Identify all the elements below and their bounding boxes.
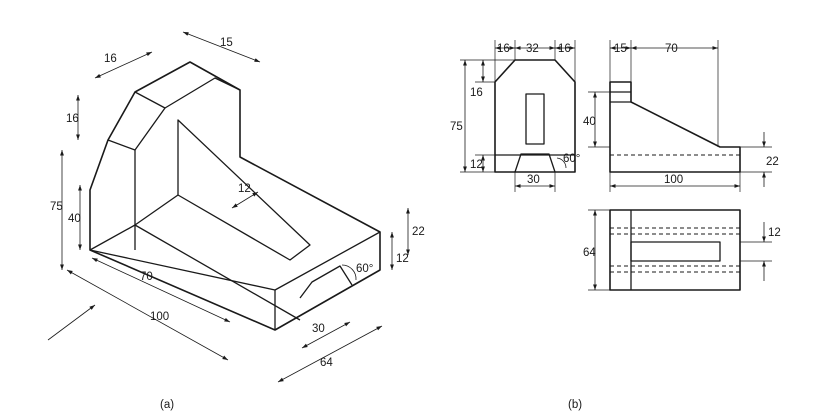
- caption-b: (b): [568, 399, 582, 411]
- iso-dim-100: 100: [150, 311, 169, 323]
- iso-dim-70: 70: [140, 271, 153, 283]
- iso-dim-15-top: 15: [220, 37, 233, 49]
- view-direction-arrow: [47, 304, 96, 341]
- iso-dim-60deg: 60°: [356, 263, 373, 275]
- fv-dim-60: 60°: [563, 153, 580, 165]
- side-view-outline: [609, 81, 741, 173]
- sv-dim-40: 40: [583, 116, 596, 128]
- sv-dim-15: 15: [614, 43, 627, 55]
- base-top-edge: [89, 231, 381, 291]
- front-view-slot: [525, 93, 545, 145]
- fv-dim-16-a: 16: [497, 43, 510, 55]
- tv-dim-12: 12: [768, 227, 781, 239]
- fv-dim-12: 12: [470, 159, 483, 171]
- top-view: 64 12: [583, 209, 781, 291]
- top-view-dimension-lines: [588, 209, 772, 291]
- upright-outline: [89, 61, 381, 331]
- fv-dim-16-side: 16: [470, 87, 483, 99]
- sv-dim-70: 70: [665, 43, 678, 55]
- fv-dim-16-b: 16: [558, 43, 571, 55]
- iso-dim-22: 22: [412, 226, 425, 238]
- iso-dim-16-left: 16: [66, 113, 79, 125]
- rib-base: [134, 194, 179, 226]
- iso-dim-75: 75: [50, 201, 63, 213]
- v-slot: [299, 265, 353, 299]
- front-view: 16 32 16 16 75 12 30 60°: [450, 40, 580, 192]
- rib-outline: [177, 119, 311, 261]
- side-view: 15 70 40 22 100: [583, 40, 779, 192]
- sv-dim-22: 22: [766, 156, 779, 168]
- top-view-rib: [630, 241, 721, 262]
- iso-dim-40: 40: [68, 213, 81, 225]
- side-view-dimension-lines: [588, 40, 772, 192]
- caption-a: (a): [160, 399, 174, 411]
- iso-dim-12-rib: 12: [238, 183, 251, 195]
- iso-dim-64: 64: [320, 357, 333, 369]
- upright-front-face: [107, 107, 166, 151]
- iso-dim-16-top: 16: [104, 53, 117, 65]
- fv-dim-75: 75: [450, 121, 463, 133]
- fv-dim-30: 30: [527, 174, 540, 186]
- base-top-face: [89, 224, 301, 321]
- front-view-v-groove: [514, 153, 556, 173]
- fv-dim-32: 32: [526, 43, 539, 55]
- sv-dim-100: 100: [664, 174, 683, 186]
- iso-dim-30: 30: [312, 323, 325, 335]
- top-view-outline: [609, 209, 741, 291]
- isometric-view: 16 15 16 75 40 12 70 100 22 12 60° 30 64…: [47, 31, 425, 411]
- iso-dimension-lines: [60, 31, 410, 383]
- iso-dim-12-base: 12: [396, 253, 409, 265]
- front-view-dimension-lines: [460, 40, 576, 192]
- upright-top-chamfer: [134, 77, 241, 109]
- tv-dim-64: 64: [583, 247, 596, 259]
